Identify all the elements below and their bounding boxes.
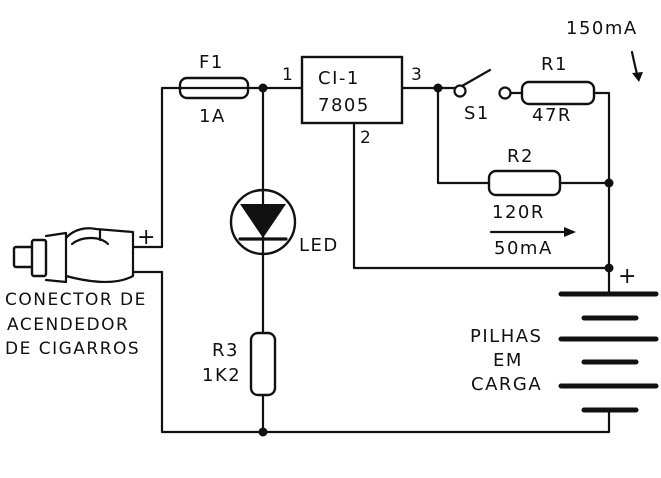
r3-value: 1K2 xyxy=(202,365,241,386)
regulator-part: 7805 xyxy=(318,95,370,116)
connector-line-2: ACENDEDOR xyxy=(7,315,129,335)
current-top-label: 150mA xyxy=(566,18,638,39)
led-label: LED xyxy=(299,235,339,256)
fuse-f1: F1 1A xyxy=(178,52,250,127)
junction-dots xyxy=(258,83,614,437)
regulator-pin-out: 3 xyxy=(411,65,423,85)
cigarette-connector: + CONECTOR DE ACENDEDOR DE CIGARROS xyxy=(5,225,164,359)
regulator-ci1: CI-1 7805 1 3 2 xyxy=(282,55,423,148)
connector-plus: + xyxy=(137,225,155,250)
battery: + PILHAS EM CARGA xyxy=(470,264,659,413)
battery-plus: + xyxy=(618,264,636,289)
connector-line-1: CONECTOR DE xyxy=(5,290,147,310)
connector-line-3: DE CIGARROS xyxy=(5,339,140,359)
resistor-r3: R3 1K2 xyxy=(202,331,277,397)
battery-line-1: PILHAS xyxy=(470,326,542,347)
battery-line-3: CARGA xyxy=(471,374,542,395)
resistor-r1: R1 47R xyxy=(520,54,596,126)
r1-ref: R1 xyxy=(541,54,568,75)
current-annotations: 150mA 50mA xyxy=(489,18,643,259)
regulator-pin-gnd: 2 xyxy=(360,128,372,148)
r1-value: 47R xyxy=(532,105,572,126)
r2-ref: R2 xyxy=(507,146,534,167)
switch-ref: S1 xyxy=(464,103,490,124)
battery-line-2: EM xyxy=(493,350,523,371)
fuse-value: 1A xyxy=(199,106,226,127)
led: LED xyxy=(229,188,339,256)
resistor-r2: R2 120R xyxy=(487,146,562,223)
fuse-ref: F1 xyxy=(199,52,224,73)
r3-ref: R3 xyxy=(212,340,239,361)
switch-s1: S1 xyxy=(453,68,512,124)
regulator-ref: CI-1 xyxy=(318,68,360,89)
regulator-pin-in: 1 xyxy=(282,65,294,85)
current-r2-label: 50mA xyxy=(494,238,553,259)
r2-value: 120R xyxy=(492,202,545,223)
